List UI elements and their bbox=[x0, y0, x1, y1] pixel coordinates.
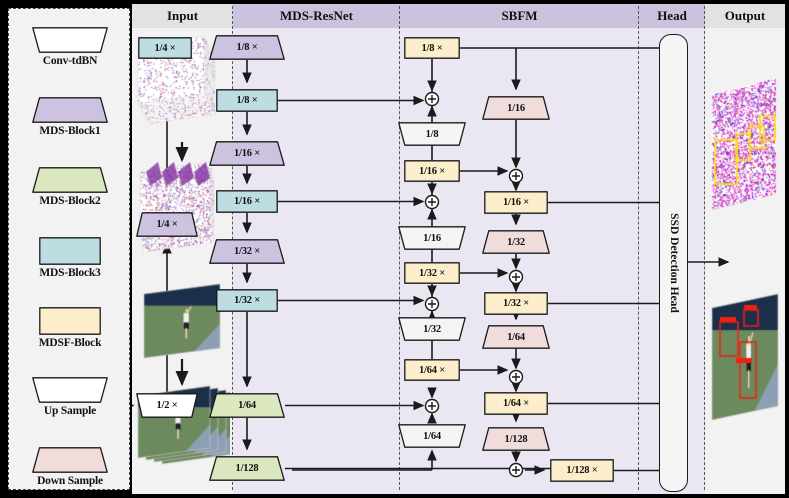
block-label: 1/64 bbox=[423, 430, 441, 442]
output-rgb-detection-image bbox=[710, 284, 782, 429]
block-b-132[interactable]: 1/32 × bbox=[216, 289, 278, 312]
block-label: 1/32 × bbox=[233, 295, 261, 306]
block-label: 1/8 × bbox=[236, 95, 258, 106]
block-label: 1/32 × bbox=[502, 298, 530, 309]
legend-swatch bbox=[39, 237, 101, 265]
ssd-detection-head-box[interactable]: SSD Detection Head bbox=[659, 34, 688, 492]
legend-swatch bbox=[32, 97, 108, 123]
block-label: 1/64 × bbox=[418, 364, 446, 376]
block-label: 1/16 × bbox=[418, 165, 446, 177]
block-label: 1/16 × bbox=[233, 196, 261, 207]
legend-swatch bbox=[32, 447, 108, 473]
divider-sbfm-head bbox=[638, 6, 639, 490]
block-d-116[interactable]: 1/16 bbox=[482, 96, 550, 120]
legend-swatch bbox=[32, 27, 108, 53]
legend-item-mdsf-block: MDSF-Block bbox=[9, 307, 131, 349]
block-b-mds1-116[interactable]: 1/16 × bbox=[209, 141, 285, 166]
block-label: 1/8 × bbox=[421, 42, 443, 54]
block-b-mds2-164[interactable]: 1/64 bbox=[209, 393, 285, 418]
block-s-up132[interactable]: 1/32 bbox=[398, 317, 466, 341]
legend-swatch bbox=[32, 377, 108, 403]
legend-item-mds-block1: MDS-Block1 bbox=[9, 97, 131, 137]
block-s-up18[interactable]: 1/8 bbox=[398, 122, 466, 146]
block-b-up-14[interactable]: 1/4 × bbox=[136, 212, 198, 237]
block-b-mds1-18[interactable]: 1/8 × bbox=[209, 35, 285, 60]
block-label: 1/32 bbox=[423, 323, 441, 335]
divider-head-output bbox=[704, 6, 705, 490]
legend-swatch bbox=[39, 307, 101, 335]
legend-label: Down Sample bbox=[37, 475, 103, 487]
legend-label: MDS-Block1 bbox=[39, 125, 101, 137]
block-b-up-12[interactable]: 1/2 × bbox=[136, 393, 198, 418]
block-r-164x[interactable]: 1/64 × bbox=[484, 392, 548, 415]
block-label: 1/128 bbox=[235, 463, 259, 474]
block-label: 1/4 × bbox=[154, 42, 176, 54]
block-s-116x[interactable]: 1/16 × bbox=[404, 160, 460, 182]
block-s-up164[interactable]: 1/64 bbox=[398, 424, 466, 448]
block-b-18[interactable]: 1/8 × bbox=[216, 89, 278, 112]
column-header-output: Output bbox=[705, 4, 785, 28]
block-label: 1/64 bbox=[238, 400, 256, 411]
block-label: 1/4 × bbox=[156, 219, 178, 230]
column-header-mds-resnet: MDS-ResNet bbox=[233, 4, 400, 28]
block-label: 1/64 × bbox=[502, 398, 530, 409]
legend-label: MDSF-Block bbox=[38, 337, 102, 349]
block-label: 1/2 × bbox=[156, 400, 178, 411]
block-label: 1/64 bbox=[507, 331, 525, 343]
block-label: 1/32 bbox=[507, 236, 525, 248]
legend-item-up-sample: Up Sample bbox=[9, 377, 131, 417]
block-r-116x[interactable]: 1/16 × bbox=[484, 191, 548, 214]
block-b-stem-14[interactable]: 1/4 × bbox=[138, 37, 192, 59]
block-d-164[interactable]: 1/64 bbox=[482, 325, 550, 349]
block-b-mds1-132[interactable]: 1/32 × bbox=[209, 239, 285, 264]
block-r-132x[interactable]: 1/32 × bbox=[484, 292, 548, 315]
legend-label: MDS-Block3 bbox=[39, 267, 101, 279]
legend-label: Up Sample bbox=[43, 405, 97, 417]
legend-swatch bbox=[32, 167, 108, 193]
block-b-116[interactable]: 1/16 × bbox=[216, 190, 278, 213]
block-label: 1/8 bbox=[425, 128, 439, 140]
legend-item-down-sample: Down Sample bbox=[9, 447, 131, 487]
column-header-head: Head bbox=[639, 4, 705, 28]
legend-item-mds-block3: MDS-Block3 bbox=[9, 237, 131, 279]
input-rgb-frame-image bbox=[138, 282, 228, 360]
block-label: 1/8 × bbox=[236, 42, 258, 53]
block-d-132[interactable]: 1/32 bbox=[482, 230, 550, 254]
block-s-164x[interactable]: 1/64 × bbox=[404, 359, 460, 381]
column-header-sbfm: SBFM bbox=[400, 4, 639, 28]
block-s-18x[interactable]: 1/8 × bbox=[404, 37, 460, 59]
legend-item-conv-tdbn: Conv-tdBN bbox=[9, 27, 131, 67]
ssd-detection-head-label: SSD Detection Head bbox=[667, 213, 680, 313]
block-b-mds2-1128[interactable]: 1/128 bbox=[209, 456, 285, 481]
legend-label: MDS-Block2 bbox=[39, 195, 101, 207]
block-d-1128[interactable]: 1/128 bbox=[482, 427, 550, 451]
block-label: 1/16 × bbox=[502, 197, 530, 208]
column-header-input: Input bbox=[132, 4, 233, 28]
block-s-up116[interactable]: 1/16 bbox=[398, 226, 466, 250]
diagram-stage: Input MDS-ResNet SBFM Head Output 1/4 × 1… bbox=[132, 4, 785, 494]
block-label: 1/128 × bbox=[566, 465, 598, 476]
block-s-132x[interactable]: 1/32 × bbox=[404, 262, 460, 284]
block-label: 1/16 × bbox=[233, 148, 261, 159]
output-event-detection-image bbox=[710, 76, 782, 226]
block-o-1128x[interactable]: 1/128 × bbox=[550, 459, 614, 482]
divider-backbone-sbfm bbox=[399, 6, 400, 490]
block-label: 1/16 bbox=[507, 102, 525, 114]
legend-item-mds-block2: MDS-Block2 bbox=[9, 167, 131, 207]
block-label: 1/128 bbox=[504, 433, 528, 445]
legend-label: Conv-tdBN bbox=[42, 55, 98, 67]
block-label: 1/16 bbox=[423, 232, 441, 244]
block-label: 1/32 × bbox=[233, 246, 261, 257]
block-label: 1/32 × bbox=[418, 267, 446, 279]
